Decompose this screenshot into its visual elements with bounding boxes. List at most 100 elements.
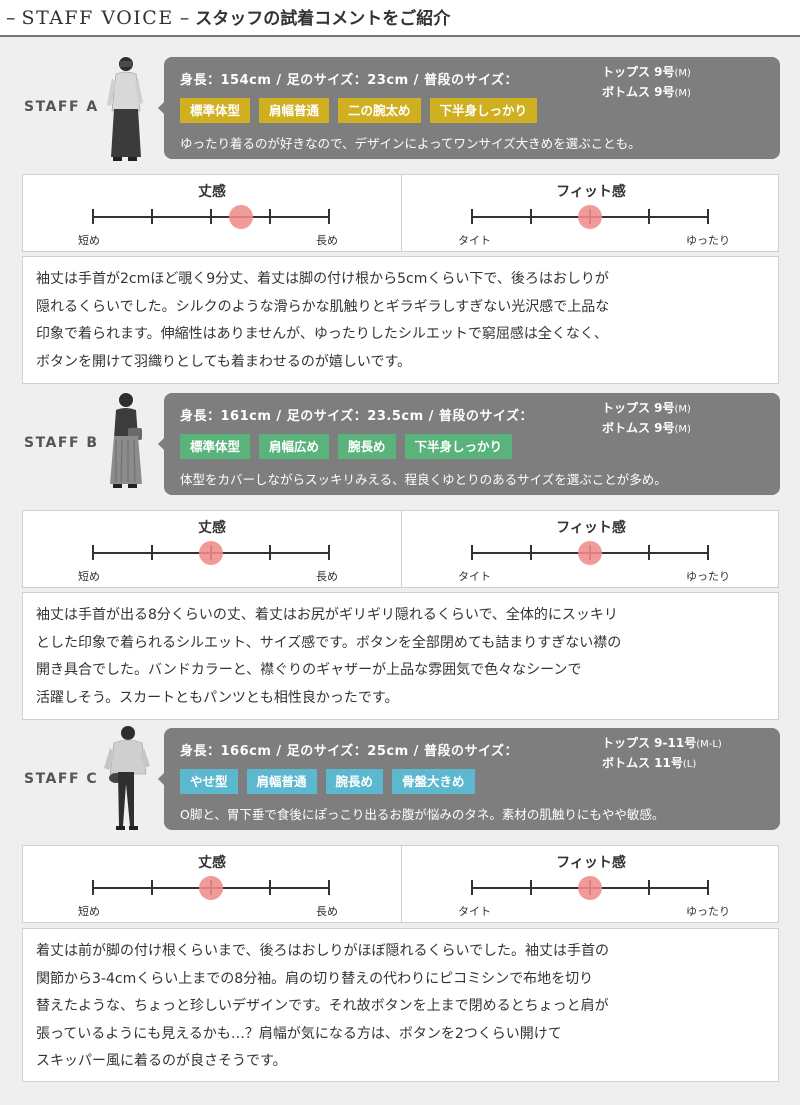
body-type-tags: やせ型 肩幅普通 腕長め 骨盤大きめ <box>180 769 475 794</box>
bottoms-size: ボトムス 9号 <box>602 85 675 99</box>
comment-line: 張っているようにも見えるかも…？肩幅が気になる方は、ボタンを2つくらい開けて <box>36 1025 562 1042</box>
staff-b-photo <box>110 393 142 488</box>
fit-rating-panel: 丈感 短め 長め フィット感 タイト <box>22 174 779 252</box>
scale-tick <box>707 880 709 895</box>
fit-divider <box>401 846 402 922</box>
body-type-tag: 肩幅普通 <box>259 98 330 123</box>
staff-a-section: STAFF A 身長：154cm / 足のサイズ：23cm / 普段のサイズ： … <box>0 37 800 384</box>
scale-tick <box>269 545 271 560</box>
comment-line: 替えたような、ちょっと珍しいデザインです。それ故ボタンを上まで閉めるとちょっと肩… <box>36 998 609 1014</box>
staff-label: STAFF C <box>24 771 99 787</box>
length-rating: 丈感 短め 長め <box>23 511 401 587</box>
length-marker <box>228 205 253 229</box>
scale-tick <box>530 209 532 224</box>
staff-c-comment: 着丈は前が脚の付け根くらいまで、後ろはおしりがほぼ隠れるくらいでした。袖丈は手首… <box>22 928 779 1082</box>
length-rating: 丈感 短め 長め <box>23 175 401 251</box>
staff-b-comment: 袖丈は手首が出る8分くらいの丈、着丈はお尻がギリギリ隠れるくらいで、全体的にスッ… <box>22 592 779 720</box>
body-type-tag: 肩幅普通 <box>246 769 317 794</box>
comment-line: 関節から3-4cmくらい上までの8分袖。肩の切り替えの代わりにピコミシンで布地を… <box>36 970 594 987</box>
bottoms-size: ボトムス 9号 <box>602 421 675 435</box>
fit-marker <box>578 205 602 229</box>
scale-tick <box>92 880 94 895</box>
body-type-tag: 腕長め <box>325 769 384 794</box>
scale-tick <box>151 880 153 895</box>
length-marker <box>199 541 223 565</box>
length-marker <box>199 876 223 900</box>
bottoms-size: ボトムス 11号 <box>602 756 683 770</box>
staff-c-section: STAFF C 身長：166cm / 足のサイズ：25cm / 普段のサイズ： … <box>0 709 800 1099</box>
fit-rating-panel: 丈感 短め 長め フィット感 タイト <box>22 510 779 588</box>
staff-voice-section: STAFF A 身長：154cm / 足のサイズ：23cm / 普段のサイズ： … <box>0 37 800 1105</box>
comment-line: 印象で着られます。伸縮性はありませんが、ゆったりしたシルエットで窮屈感は全くなく… <box>36 326 608 342</box>
fit-rating-panel: 丈感 短め 長め フィット感 タイト <box>22 845 779 923</box>
scale-tick <box>530 545 532 560</box>
usual-size: トップス 9号(M) ボトムス 9号(M) <box>602 399 691 439</box>
length-rating: 丈感 短め 長め <box>23 846 401 922</box>
staff-c-photo <box>104 726 150 830</box>
comment-line: 活躍しそう。スカートともパンツとも相性良かったです。 <box>36 689 399 706</box>
scale-tick <box>328 209 330 224</box>
bottoms-size-letter: (M) <box>674 88 691 99</box>
body-type-tag: 標準体型 <box>180 434 251 459</box>
staff-a-photo <box>107 57 143 161</box>
profile-pointer <box>158 100 166 116</box>
scale-tick <box>92 545 94 560</box>
scale-tick <box>471 209 473 224</box>
fit-max-label: ゆったり <box>686 905 730 918</box>
tops-size-letter: (M) <box>674 68 691 79</box>
fit-marker <box>578 541 602 565</box>
staff-a-profile: 身長：154cm / 足のサイズ：23cm / 普段のサイズ： トップス 9号(… <box>164 57 780 159</box>
scale-tick <box>92 209 94 224</box>
body-type-tags: 標準体型 肩幅広め 腕長め 下半身しっかり <box>180 434 513 459</box>
title-en: STAFF VOICE <box>21 7 174 29</box>
scale-tick <box>210 209 212 224</box>
body-type-tag: 下半身しっかり <box>429 98 538 123</box>
fit-min-label: タイト <box>458 234 491 247</box>
staff-a-comment: 袖丈は手首が2cmほど覗く9分丈、着丈は脚の付け根から5cmくらい下で、後ろはお… <box>22 256 779 384</box>
body-stats: 身長：161cm / 足のサイズ：23.5cm / 普段のサイズ： <box>180 409 534 424</box>
bottoms-size-letter: (L) <box>682 759 697 770</box>
staff-b-section: STAFF B 身長：161cm / 足のサイズ：23.5cm / 普段のサイズ… <box>0 374 800 721</box>
scale-tick <box>328 545 330 560</box>
comment-line: 着丈は前が脚の付け根くらいまで、後ろはおしりがほぼ隠れるくらいでした。袖丈は手首… <box>36 943 610 959</box>
staff-b-profile: 身長：161cm / 足のサイズ：23.5cm / 普段のサイズ： トップス 9… <box>164 393 780 495</box>
comment-line: 袖丈は手首が出る8分くらいの丈、着丈はお尻がギリギリ隠れるくらいで、全体的にスッ… <box>36 607 618 623</box>
profile-pointer <box>158 771 166 787</box>
scale-tick <box>269 209 271 224</box>
tops-size: トップス 9-11号 <box>602 736 697 750</box>
scale-tick <box>151 545 153 560</box>
body-type-tag: 腕長め <box>338 434 396 459</box>
bottoms-size-letter: (M) <box>674 424 691 435</box>
fit-min-label: タイト <box>458 570 491 583</box>
comment-line: スキッパー風に着るのが良さそうです。 <box>36 1053 287 1069</box>
tops-size: トップス 9号 <box>602 401 675 415</box>
staff-label: STAFF A <box>24 99 99 115</box>
scale-tick <box>707 209 709 224</box>
staff-c-profile: 身長：166cm / 足のサイズ：25cm / 普段のサイズ： トップス 9-1… <box>164 728 780 830</box>
fit-title: フィット感 <box>556 520 626 536</box>
scale-tick <box>648 209 650 224</box>
length-max-label: 長め <box>316 905 338 918</box>
body-stats: 身長：166cm / 足のサイズ：25cm / 普段のサイズ： <box>180 744 519 759</box>
length-max-label: 長め <box>316 234 338 247</box>
fit-title: フィット感 <box>556 184 626 200</box>
length-max-label: 長め <box>316 570 338 583</box>
length-title: 丈感 <box>198 855 226 871</box>
fit-rating: フィット感 タイト ゆったり <box>402 175 780 251</box>
scale-tick <box>471 880 473 895</box>
size-preference-note: 体型をカバーしながらスッキリみえる、程良くゆとりのあるサイズを選ぶことが多め。 <box>180 472 667 487</box>
scale-tick <box>530 880 532 895</box>
comment-line: とした印象で着られるシルエット、サイズ感です。ボタンを全部閉めても詰まりすぎない… <box>36 634 622 651</box>
tops-size: トップス 9号 <box>602 65 675 79</box>
header-divider <box>0 35 800 37</box>
body-type-tag: 肩幅広め <box>259 434 330 459</box>
scale-tick <box>151 209 153 224</box>
body-type-tags: 標準体型 肩幅普通 二の腕太め 下半身しっかり <box>180 98 538 123</box>
length-min-label: 短め <box>78 570 100 583</box>
length-min-label: 短め <box>78 234 100 247</box>
comment-line: ボタンを開けて羽織りとしても着まわせるのが嬉しいです。 <box>36 353 412 370</box>
scale-tick <box>648 545 650 560</box>
staff-label: STAFF B <box>24 435 99 451</box>
scale-tick <box>328 880 330 895</box>
body-stats: 身長：154cm / 足のサイズ：23cm / 普段のサイズ： <box>180 73 519 88</box>
